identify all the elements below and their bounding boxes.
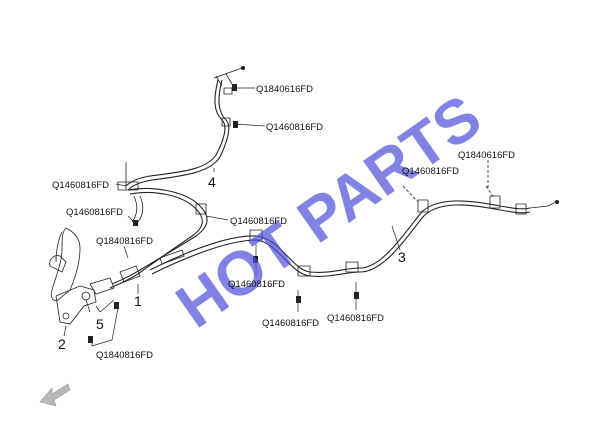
back-arrow-icon[interactable] bbox=[39, 383, 71, 407]
cable-1 bbox=[109, 188, 208, 289]
code-label: Q1460816FD bbox=[266, 122, 323, 133]
code-label: Q1840616FD bbox=[256, 84, 313, 95]
code-label: Q1840816FD bbox=[96, 236, 153, 247]
part-label-1: 1 bbox=[134, 293, 142, 309]
cable-4 bbox=[117, 66, 245, 191]
fasteners bbox=[88, 84, 359, 343]
cable-3 bbox=[149, 185, 559, 277]
code-label: Q1840616FD bbox=[458, 150, 515, 161]
part-label-5: 5 bbox=[96, 316, 104, 332]
code-label: Q1460816FD bbox=[262, 318, 319, 329]
code-label: Q1460816FD bbox=[230, 216, 287, 227]
brake-lever-2 bbox=[49, 227, 115, 325]
code-label: Q1460816FD bbox=[52, 180, 109, 191]
part-label-4: 4 bbox=[208, 174, 216, 190]
watermark: HOT PARTS bbox=[164, 82, 493, 341]
part-label-2: 2 bbox=[58, 336, 66, 352]
code-label: Q1840816FD bbox=[96, 350, 153, 361]
code-label: Q1460816FD bbox=[66, 207, 123, 218]
code-label: Q1460816FD bbox=[228, 279, 285, 290]
code-label: Q1460816FD bbox=[327, 313, 384, 324]
part-label-3: 3 bbox=[398, 249, 406, 265]
code-label: Q1460816FD bbox=[402, 166, 459, 177]
